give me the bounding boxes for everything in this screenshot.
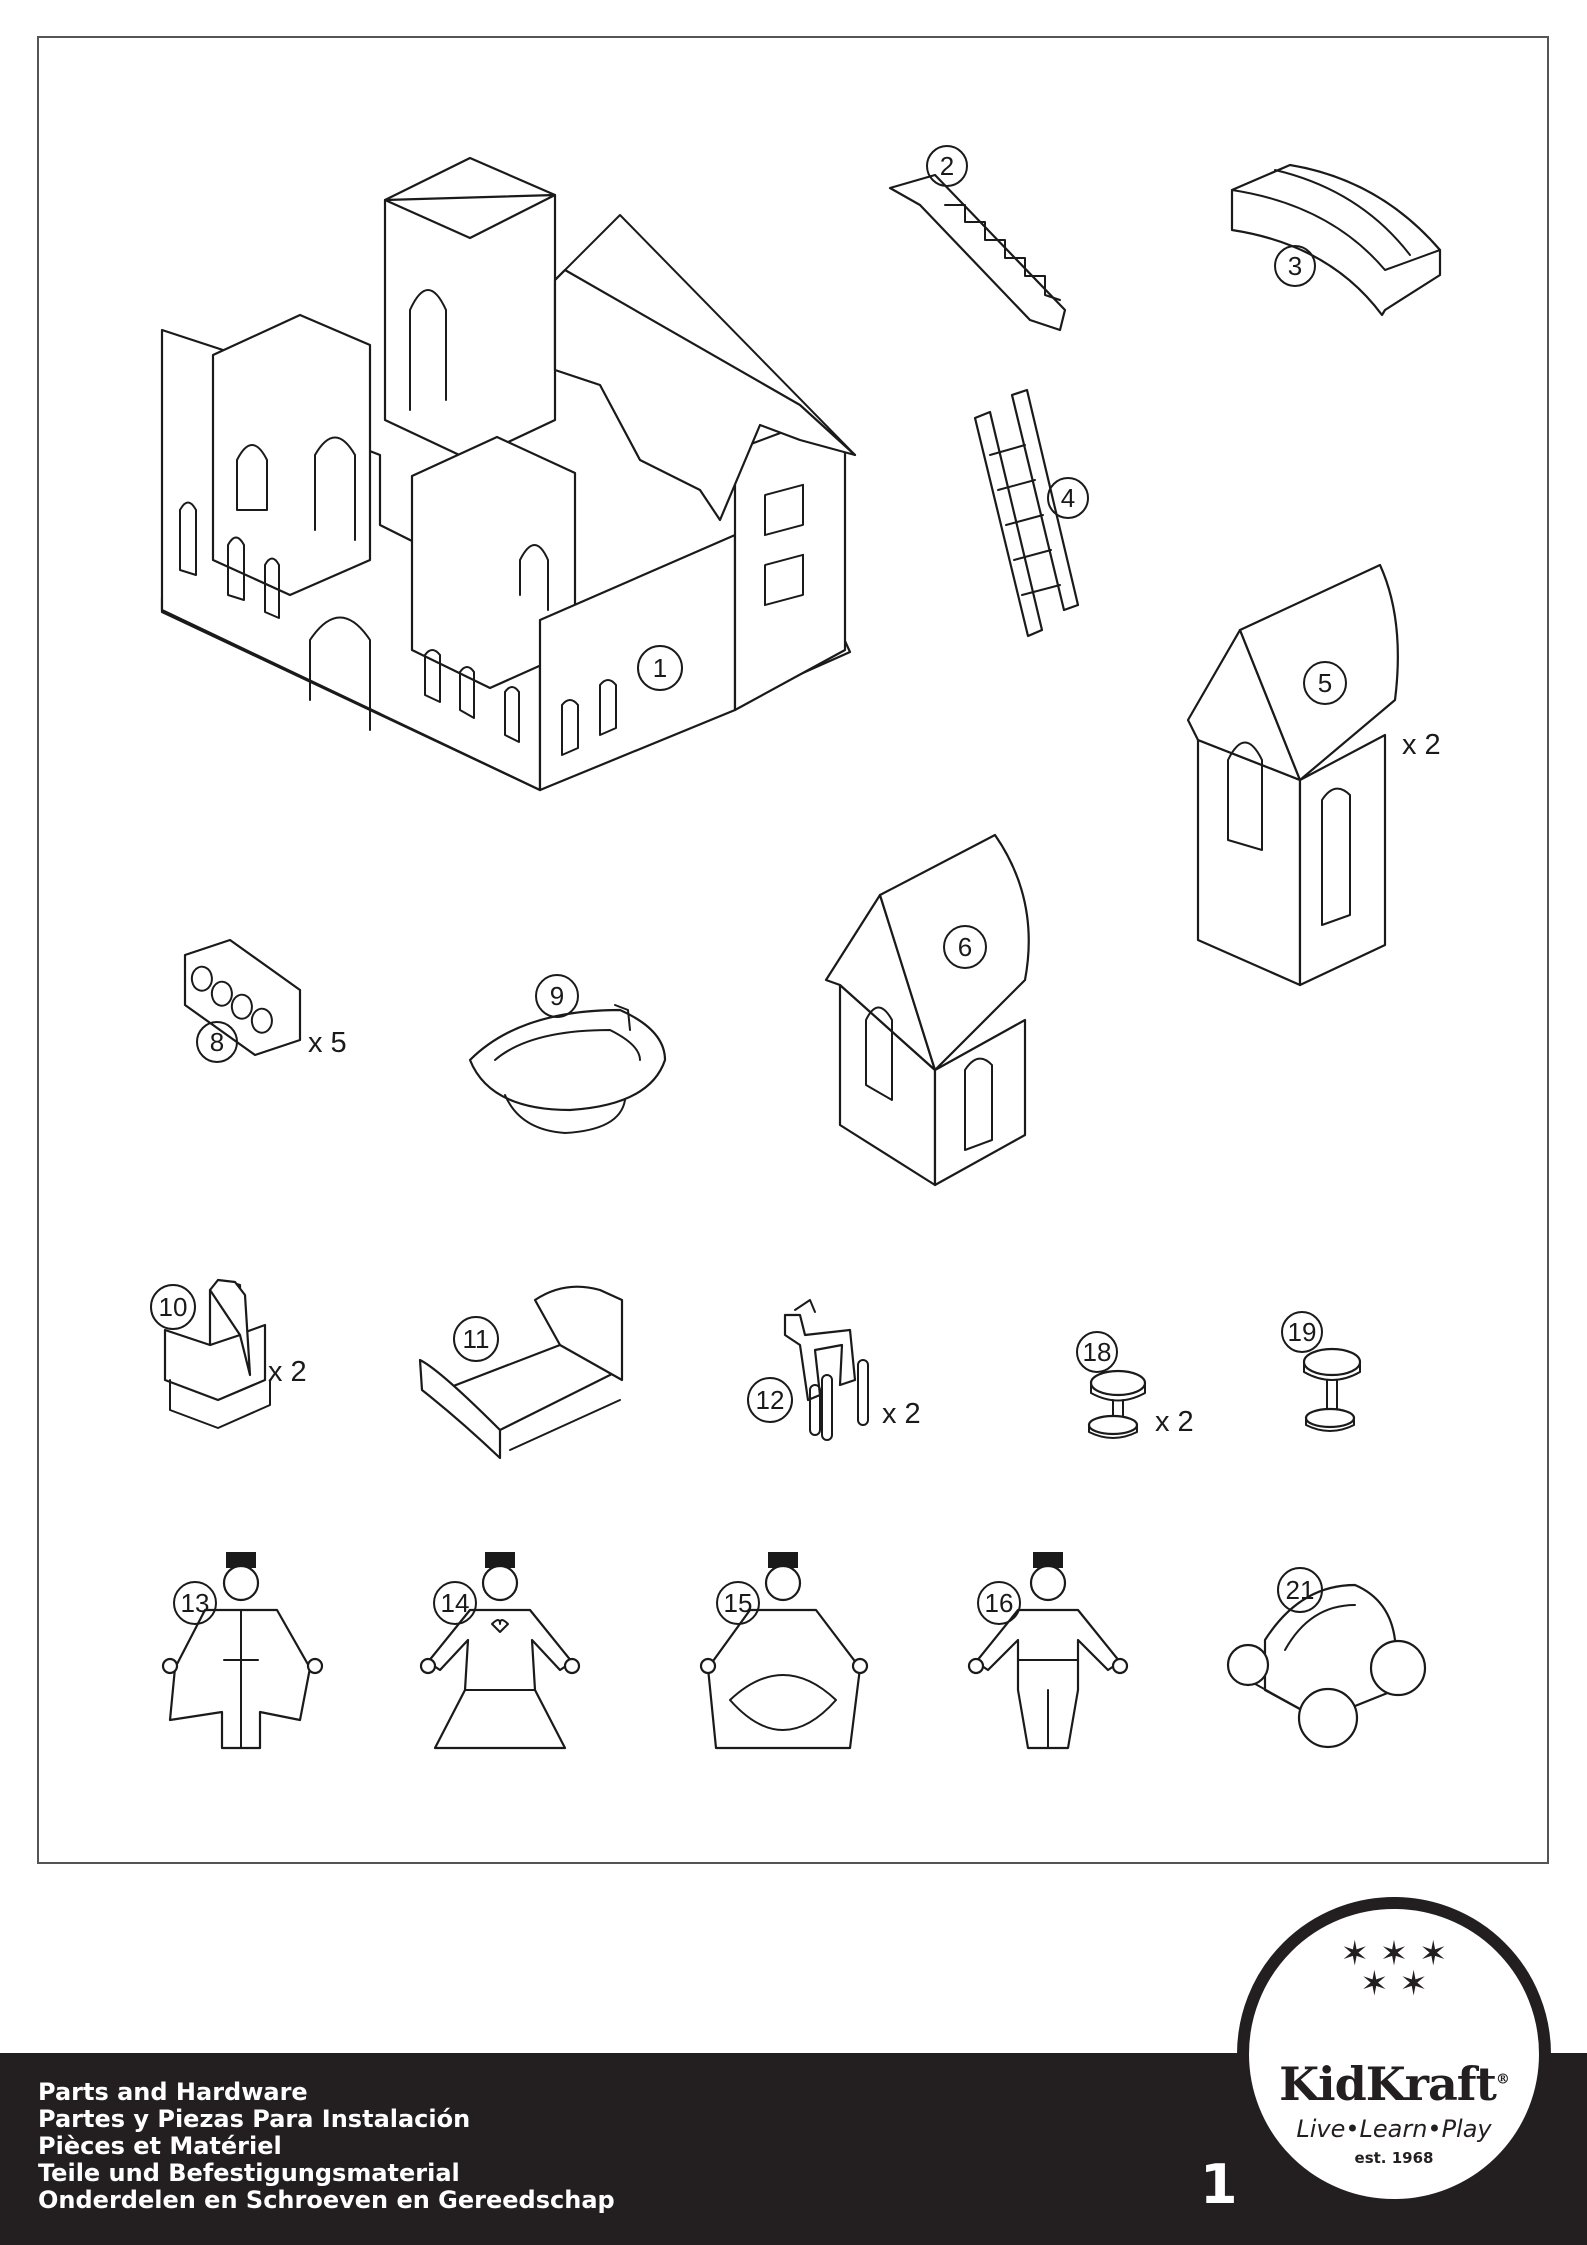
part-number-5: 5: [1318, 668, 1332, 698]
part-number-19: 19: [1288, 1317, 1317, 1347]
stairs-part: 2: [890, 146, 1065, 330]
tower-part-6: 6: [826, 835, 1029, 1185]
horse-part: 12 x 2: [748, 1300, 921, 1440]
figure-part-16: 16: [969, 1552, 1127, 1748]
bathtub-part: 9: [470, 975, 665, 1133]
part-qty-8: x 5: [308, 1027, 347, 1059]
part-number-18: 18: [1083, 1337, 1112, 1367]
part-number-14: 14: [441, 1588, 470, 1618]
kidkraft-logo: ✶ ✶ ✶✶ ✶ KidKraft® Live•Learn•Play est. …: [1237, 1897, 1551, 2211]
page-number: 1: [1200, 2153, 1238, 2216]
part-number-11: 11: [463, 1324, 490, 1354]
part-qty-5: x 2: [1402, 729, 1441, 761]
stool-part-18: 18 x 2: [1077, 1332, 1194, 1438]
bridge-part: 3: [1232, 165, 1440, 315]
stars-icon: ✶ ✶ ✶✶ ✶: [1249, 1939, 1539, 1999]
part-number-6: 6: [958, 932, 972, 962]
title-english: Parts and Hardware: [38, 2079, 615, 2106]
tower-part-5: 5 x 2: [1188, 565, 1441, 985]
part-number-16: 16: [985, 1588, 1014, 1618]
logo-est: est. 1968: [1249, 2149, 1539, 2167]
ladder-part: 4: [975, 390, 1088, 636]
title-dutch: Onderdelen en Schroeven en Gereedschap: [38, 2187, 615, 2214]
stool-part-19: 19: [1282, 1312, 1360, 1431]
figure-part-13: 13: [163, 1552, 322, 1748]
throne-part: 10 x 2: [151, 1280, 307, 1428]
logo-tagline: Live•Learn•Play: [1249, 2115, 1539, 2143]
part-number-8: 8: [210, 1027, 224, 1057]
parts-illustration: 1 2 3 4 5 x 2: [0, 0, 1587, 1880]
part-number-12: 12: [756, 1385, 785, 1415]
part-qty-18: x 2: [1155, 1406, 1194, 1438]
part-qty-10: x 2: [268, 1356, 307, 1388]
part-number-1: 1: [653, 653, 667, 683]
figure-part-14: 14: [421, 1552, 579, 1748]
part-number-9: 9: [550, 981, 564, 1011]
part-qty-12: x 2: [882, 1398, 921, 1430]
section-titles: Parts and Hardware Partes y Piezas Para …: [38, 2079, 615, 2214]
title-french: Pièces et Matériel: [38, 2133, 615, 2160]
part-number-13: 13: [181, 1588, 210, 1618]
bed-part: 11: [420, 1287, 622, 1458]
part-number-10: 10: [159, 1292, 188, 1322]
part-number-21: 21: [1286, 1575, 1315, 1605]
title-german: Teile und Befestigungsmaterial: [38, 2160, 615, 2187]
logo-brand: KidKraft®: [1249, 2057, 1539, 2111]
part-number-15: 15: [724, 1588, 753, 1618]
carriage-part: 21: [1228, 1568, 1425, 1747]
castle-part: 1: [162, 158, 855, 790]
figure-part-15: 15: [701, 1552, 867, 1748]
part-number-4: 4: [1061, 483, 1075, 513]
title-spanish: Partes y Piezas Para Instalación: [38, 2106, 615, 2133]
railing-part: 8 x 5: [185, 940, 347, 1062]
part-number-3: 3: [1288, 251, 1302, 281]
part-number-2: 2: [940, 151, 954, 181]
